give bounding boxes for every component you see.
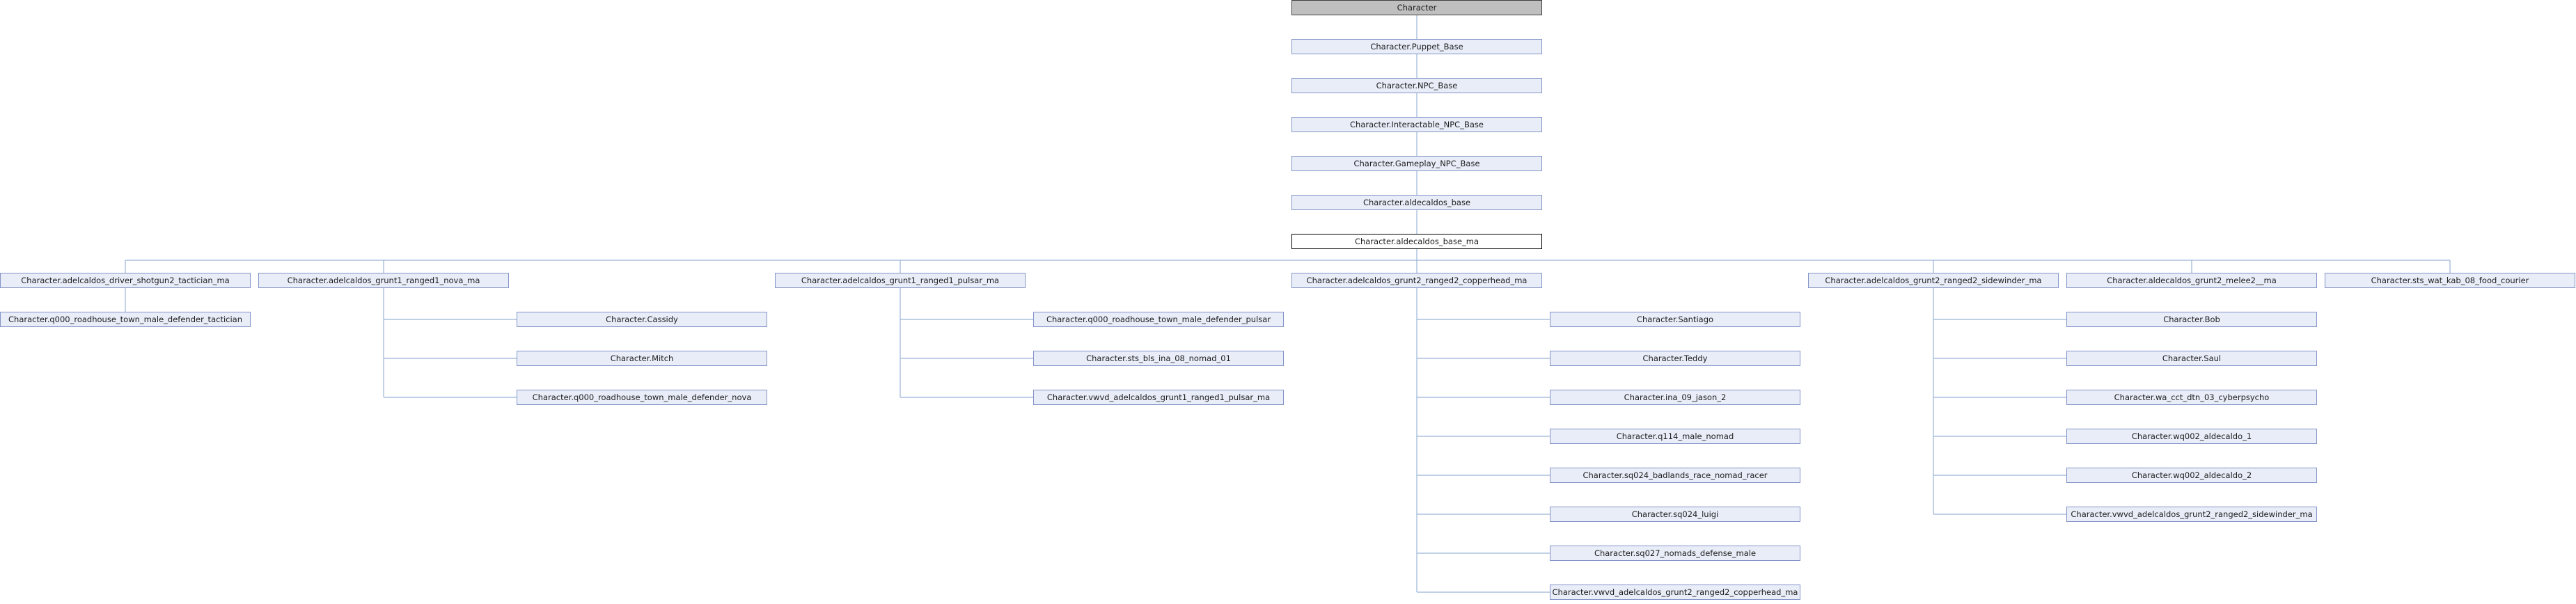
- node-sts-wat-kab-08-food-courier[interactable]: Character.sts_wat_kab_08_food_courier: [2325, 273, 2575, 288]
- node-puppet-base[interactable]: Character.Puppet_Base: [1291, 39, 1542, 54]
- node-wq002-aldecaldo-2[interactable]: Character.wq002_aldecaldo_2: [2066, 468, 2317, 483]
- node-teddy[interactable]: Character.Teddy: [1550, 351, 1800, 366]
- node-sts-bls-ina-08-nomad-01[interactable]: Character.sts_bls_ina_08_nomad_01: [1033, 351, 1284, 366]
- node-q000-roadhouse-town-male-defender-nova[interactable]: Character.q000_roadhouse_town_male_defen…: [517, 390, 767, 405]
- node-aldecaldos-base[interactable]: Character.aldecaldos_base: [1291, 195, 1542, 210]
- node-aldecaldos-base-ma[interactable]: Character.aldecaldos_base_ma: [1291, 234, 1542, 249]
- node-q114-male-nomad[interactable]: Character.q114_male_nomad: [1550, 429, 1800, 444]
- node-q000-roadhouse-town-male-defender-pulsar[interactable]: Character.q000_roadhouse_town_male_defen…: [1033, 312, 1284, 327]
- node-saul[interactable]: Character.Saul: [2066, 351, 2317, 366]
- node-santiago[interactable]: Character.Santiago: [1550, 312, 1800, 327]
- node-vwvd-adelcaldos-grunt2-ranged2-copperhead-ma[interactable]: Character.vwvd_adelcaldos_grunt2_ranged2…: [1550, 585, 1800, 600]
- node-q000-roadhouse-town-male-defender-tactician[interactable]: Character.q000_roadhouse_town_male_defen…: [0, 312, 251, 327]
- node-character[interactable]: Character: [1291, 0, 1542, 15]
- node-adelcaldos-grunt2-ranged2-copperhead-ma[interactable]: Character.adelcaldos_grunt2_ranged2_copp…: [1291, 273, 1542, 288]
- node-interactable-npc-base[interactable]: Character.Interactable_NPC_Base: [1291, 117, 1542, 132]
- node-adelcaldos-grunt2-ranged2-sidewinder-ma[interactable]: Character.adelcaldos_grunt2_ranged2_side…: [1808, 273, 2059, 288]
- node-cassidy[interactable]: Character.Cassidy: [517, 312, 767, 327]
- node-adelcaldos-driver-shotgun2-tactician-ma[interactable]: Character.adelcaldos_driver_shotgun2_tac…: [0, 273, 251, 288]
- node-bob[interactable]: Character.Bob: [2066, 312, 2317, 327]
- node-sq024-luigi[interactable]: Character.sq024_luigi: [1550, 507, 1800, 522]
- node-sq027-nomads-defense-male[interactable]: Character.sq027_nomads_defense_male: [1550, 546, 1800, 561]
- node-vwvd-adelcaldos-grunt1-ranged1-pulsar-ma[interactable]: Character.vwvd_adelcaldos_grunt1_ranged1…: [1033, 390, 1284, 405]
- node-mitch[interactable]: Character.Mitch: [517, 351, 767, 366]
- node-ina-09-jason-2[interactable]: Character.ina_09_jason_2: [1550, 390, 1800, 405]
- node-wa-cct-dtn-03-cyberpsycho[interactable]: Character.wa_cct_dtn_03_cyberpsycho: [2066, 390, 2317, 405]
- node-vwvd-adelcaldos-grunt2-ranged2-sidewinder-ma[interactable]: Character.vwvd_adelcaldos_grunt2_ranged2…: [2066, 507, 2317, 522]
- node-wq002-aldecaldo-1[interactable]: Character.wq002_aldecaldo_1: [2066, 429, 2317, 444]
- node-adelcaldos-grunt1-ranged1-nova-ma[interactable]: Character.adelcaldos_grunt1_ranged1_nova…: [258, 273, 509, 288]
- node-adelcaldos-grunt1-ranged1-pulsar-ma[interactable]: Character.adelcaldos_grunt1_ranged1_puls…: [775, 273, 1026, 288]
- node-aldecaldos-grunt2-melee2-ma[interactable]: Character.aldecaldos_grunt2_melee2__ma: [2066, 273, 2317, 288]
- node-gameplay-npc-base[interactable]: Character.Gameplay_NPC_Base: [1291, 156, 1542, 171]
- node-sq024-badlands-race-nomad-racer[interactable]: Character.sq024_badlands_race_nomad_race…: [1550, 468, 1800, 483]
- node-npc-base[interactable]: Character.NPC_Base: [1291, 78, 1542, 93]
